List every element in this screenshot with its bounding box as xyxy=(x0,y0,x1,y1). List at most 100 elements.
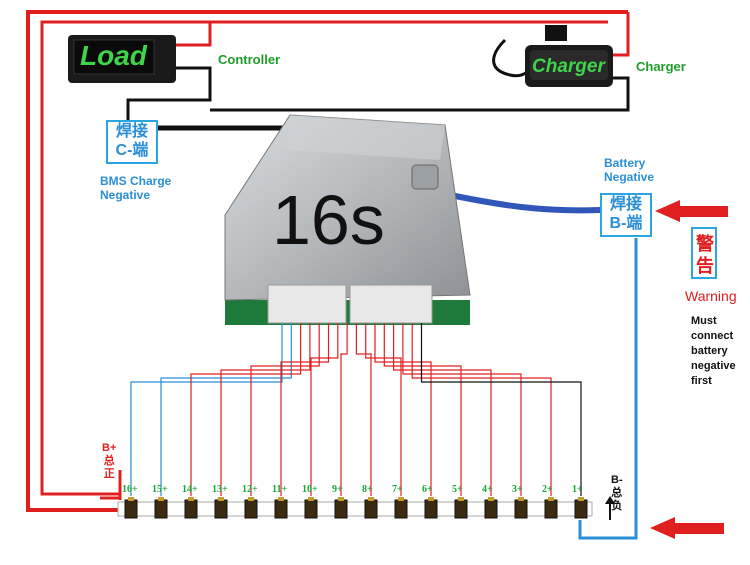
battery-cell-terminal xyxy=(548,497,554,501)
cell-label: 1+ xyxy=(572,484,583,495)
controller-label: Controller xyxy=(218,52,281,67)
battery-cell-terminal xyxy=(158,497,164,501)
battery-cell xyxy=(454,499,468,519)
charger-plug xyxy=(545,25,567,41)
battery-cell-terminal xyxy=(278,497,284,501)
cell-label: 7+ xyxy=(392,484,403,495)
b-port-line1: 焊接 xyxy=(609,196,642,213)
battery-cell xyxy=(304,499,318,519)
battery-cells xyxy=(124,497,588,519)
battery-cell xyxy=(394,499,408,519)
b-minus-label: B- 总 负 xyxy=(611,474,623,512)
battery-cell xyxy=(544,499,558,519)
balance-wire xyxy=(355,323,372,496)
warning-arrow-bottom xyxy=(650,517,724,539)
warning-char2: 告 xyxy=(696,256,714,276)
battery-cell-terminal xyxy=(368,497,374,501)
cell-label: 8+ xyxy=(362,484,373,495)
battery-cell-terminal xyxy=(308,497,314,501)
bms-board-pcb xyxy=(225,300,470,325)
bplus-wire-inner xyxy=(40,20,608,496)
c-port-line2: C-端 xyxy=(115,142,149,159)
c-port-line1: 焊接 xyxy=(115,123,148,140)
battery-cell-terminal xyxy=(458,497,464,501)
balance-wires xyxy=(130,323,582,496)
battery-cell-terminal xyxy=(518,497,524,501)
battery-cell xyxy=(274,499,288,519)
balance-wire xyxy=(310,323,339,496)
balance-wire xyxy=(340,323,348,496)
cell-label: 9+ xyxy=(332,484,343,495)
load-label: Load xyxy=(80,40,147,71)
connector-left xyxy=(267,284,347,324)
balance-wire xyxy=(402,323,522,496)
load-red-wire xyxy=(175,22,212,47)
battery-cell xyxy=(424,499,438,519)
battery-cell-terminal xyxy=(398,497,404,501)
b-minus-blue-wire xyxy=(578,238,638,540)
battery-cell-terminal xyxy=(578,497,584,501)
balance-wire xyxy=(220,323,311,496)
cell-label: 3+ xyxy=(512,484,523,495)
battery-cell-terminal xyxy=(128,497,134,501)
b-port-caption: Battery Negative xyxy=(604,156,655,184)
load-black-wire xyxy=(126,66,212,122)
cell-label: 6+ xyxy=(422,484,433,495)
warning-box xyxy=(691,227,717,279)
balance-wire xyxy=(420,323,582,496)
board-title: 16s xyxy=(272,181,385,259)
balance-wire xyxy=(365,323,402,496)
warning-char1: 警 xyxy=(696,234,714,254)
charger-black-wire xyxy=(210,76,630,112)
battery-cell xyxy=(154,499,168,519)
balance-wire xyxy=(160,323,292,496)
battery-cell-terminal xyxy=(488,497,494,501)
bplus-wire xyxy=(26,10,628,512)
cell-label: 15+ xyxy=(152,484,168,495)
b-plus-label: B+ 总 正 xyxy=(102,442,117,480)
battery-cell xyxy=(124,499,138,519)
cell-label: 11+ xyxy=(272,484,288,495)
balance-wire xyxy=(383,323,462,496)
charger-red-wire xyxy=(612,12,630,57)
balance-wire xyxy=(280,323,330,496)
battery-cell xyxy=(574,499,588,519)
cell-label: 14+ xyxy=(182,484,198,495)
charger-label: Charger xyxy=(636,59,686,74)
warning-label: Warning xyxy=(685,288,737,304)
balance-wire xyxy=(393,323,492,496)
warning-text: Must connect battery negative first xyxy=(691,315,736,387)
balance-wire xyxy=(250,323,320,496)
warning-arrow-top xyxy=(655,200,728,222)
b-port-line2: B-端 xyxy=(609,215,643,232)
battery-cell xyxy=(244,499,258,519)
b-cable xyxy=(449,192,601,214)
charger-screen-label: Charger xyxy=(532,56,605,77)
battery-cell-terminal xyxy=(248,497,254,501)
cell-label: 10+ xyxy=(302,484,318,495)
cell-label: 13+ xyxy=(212,484,228,495)
battery-cell xyxy=(184,499,198,519)
battery-strip xyxy=(117,501,593,517)
b-port-box: 焊接 B-端 xyxy=(600,193,652,237)
battery-cell xyxy=(334,499,348,519)
cell-label: 12+ xyxy=(242,484,258,495)
cell-label: 2+ xyxy=(542,484,553,495)
balance-wire xyxy=(411,323,552,496)
c-port-caption: BMS Charge Negative xyxy=(100,174,172,202)
balance-wire xyxy=(130,323,283,496)
balance-wire xyxy=(190,323,302,496)
connector-right xyxy=(349,284,433,324)
battery-cell-terminal xyxy=(428,497,434,501)
battery-cell-terminal xyxy=(188,497,194,501)
c-port-box: 焊接 C-端 xyxy=(106,120,158,164)
battery-cell xyxy=(214,499,228,519)
battery-cell-terminal xyxy=(218,497,224,501)
battery-cell xyxy=(364,499,378,519)
cell-label: 5+ xyxy=(452,484,463,495)
cell-label: 4+ xyxy=(482,484,493,495)
battery-cell xyxy=(484,499,498,519)
cell-label: 16+ xyxy=(122,484,138,495)
battery-cell-terminal xyxy=(338,497,344,501)
